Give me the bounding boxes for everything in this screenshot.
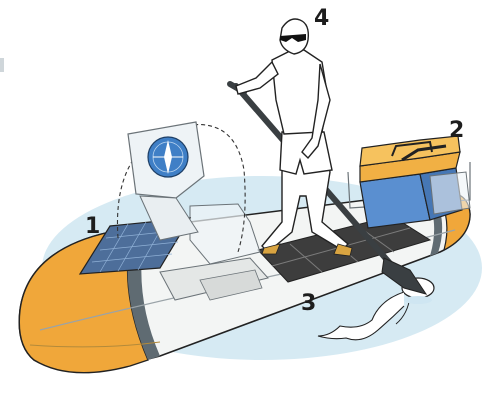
callout-2: 2 <box>449 118 465 143</box>
edge-marker <box>0 58 4 72</box>
callout-4: 4 <box>314 6 330 31</box>
compass-swing-arc <box>116 124 246 253</box>
callout-3: 3 <box>301 291 317 316</box>
hull-keel-line <box>29 341 161 348</box>
cooler-icon <box>347 135 471 229</box>
deck-cushion-2 <box>199 269 263 301</box>
compass-icon <box>147 136 189 178</box>
compass-housing <box>116 121 246 253</box>
hull-rail-line <box>39 229 456 331</box>
callout-1: 1 <box>85 214 101 239</box>
paddler-arm-right <box>301 63 331 160</box>
paddler-arm-left <box>235 60 279 95</box>
sunglasses-icon <box>280 34 306 42</box>
paddler-figure <box>235 18 353 257</box>
canopy-frame <box>189 203 261 265</box>
